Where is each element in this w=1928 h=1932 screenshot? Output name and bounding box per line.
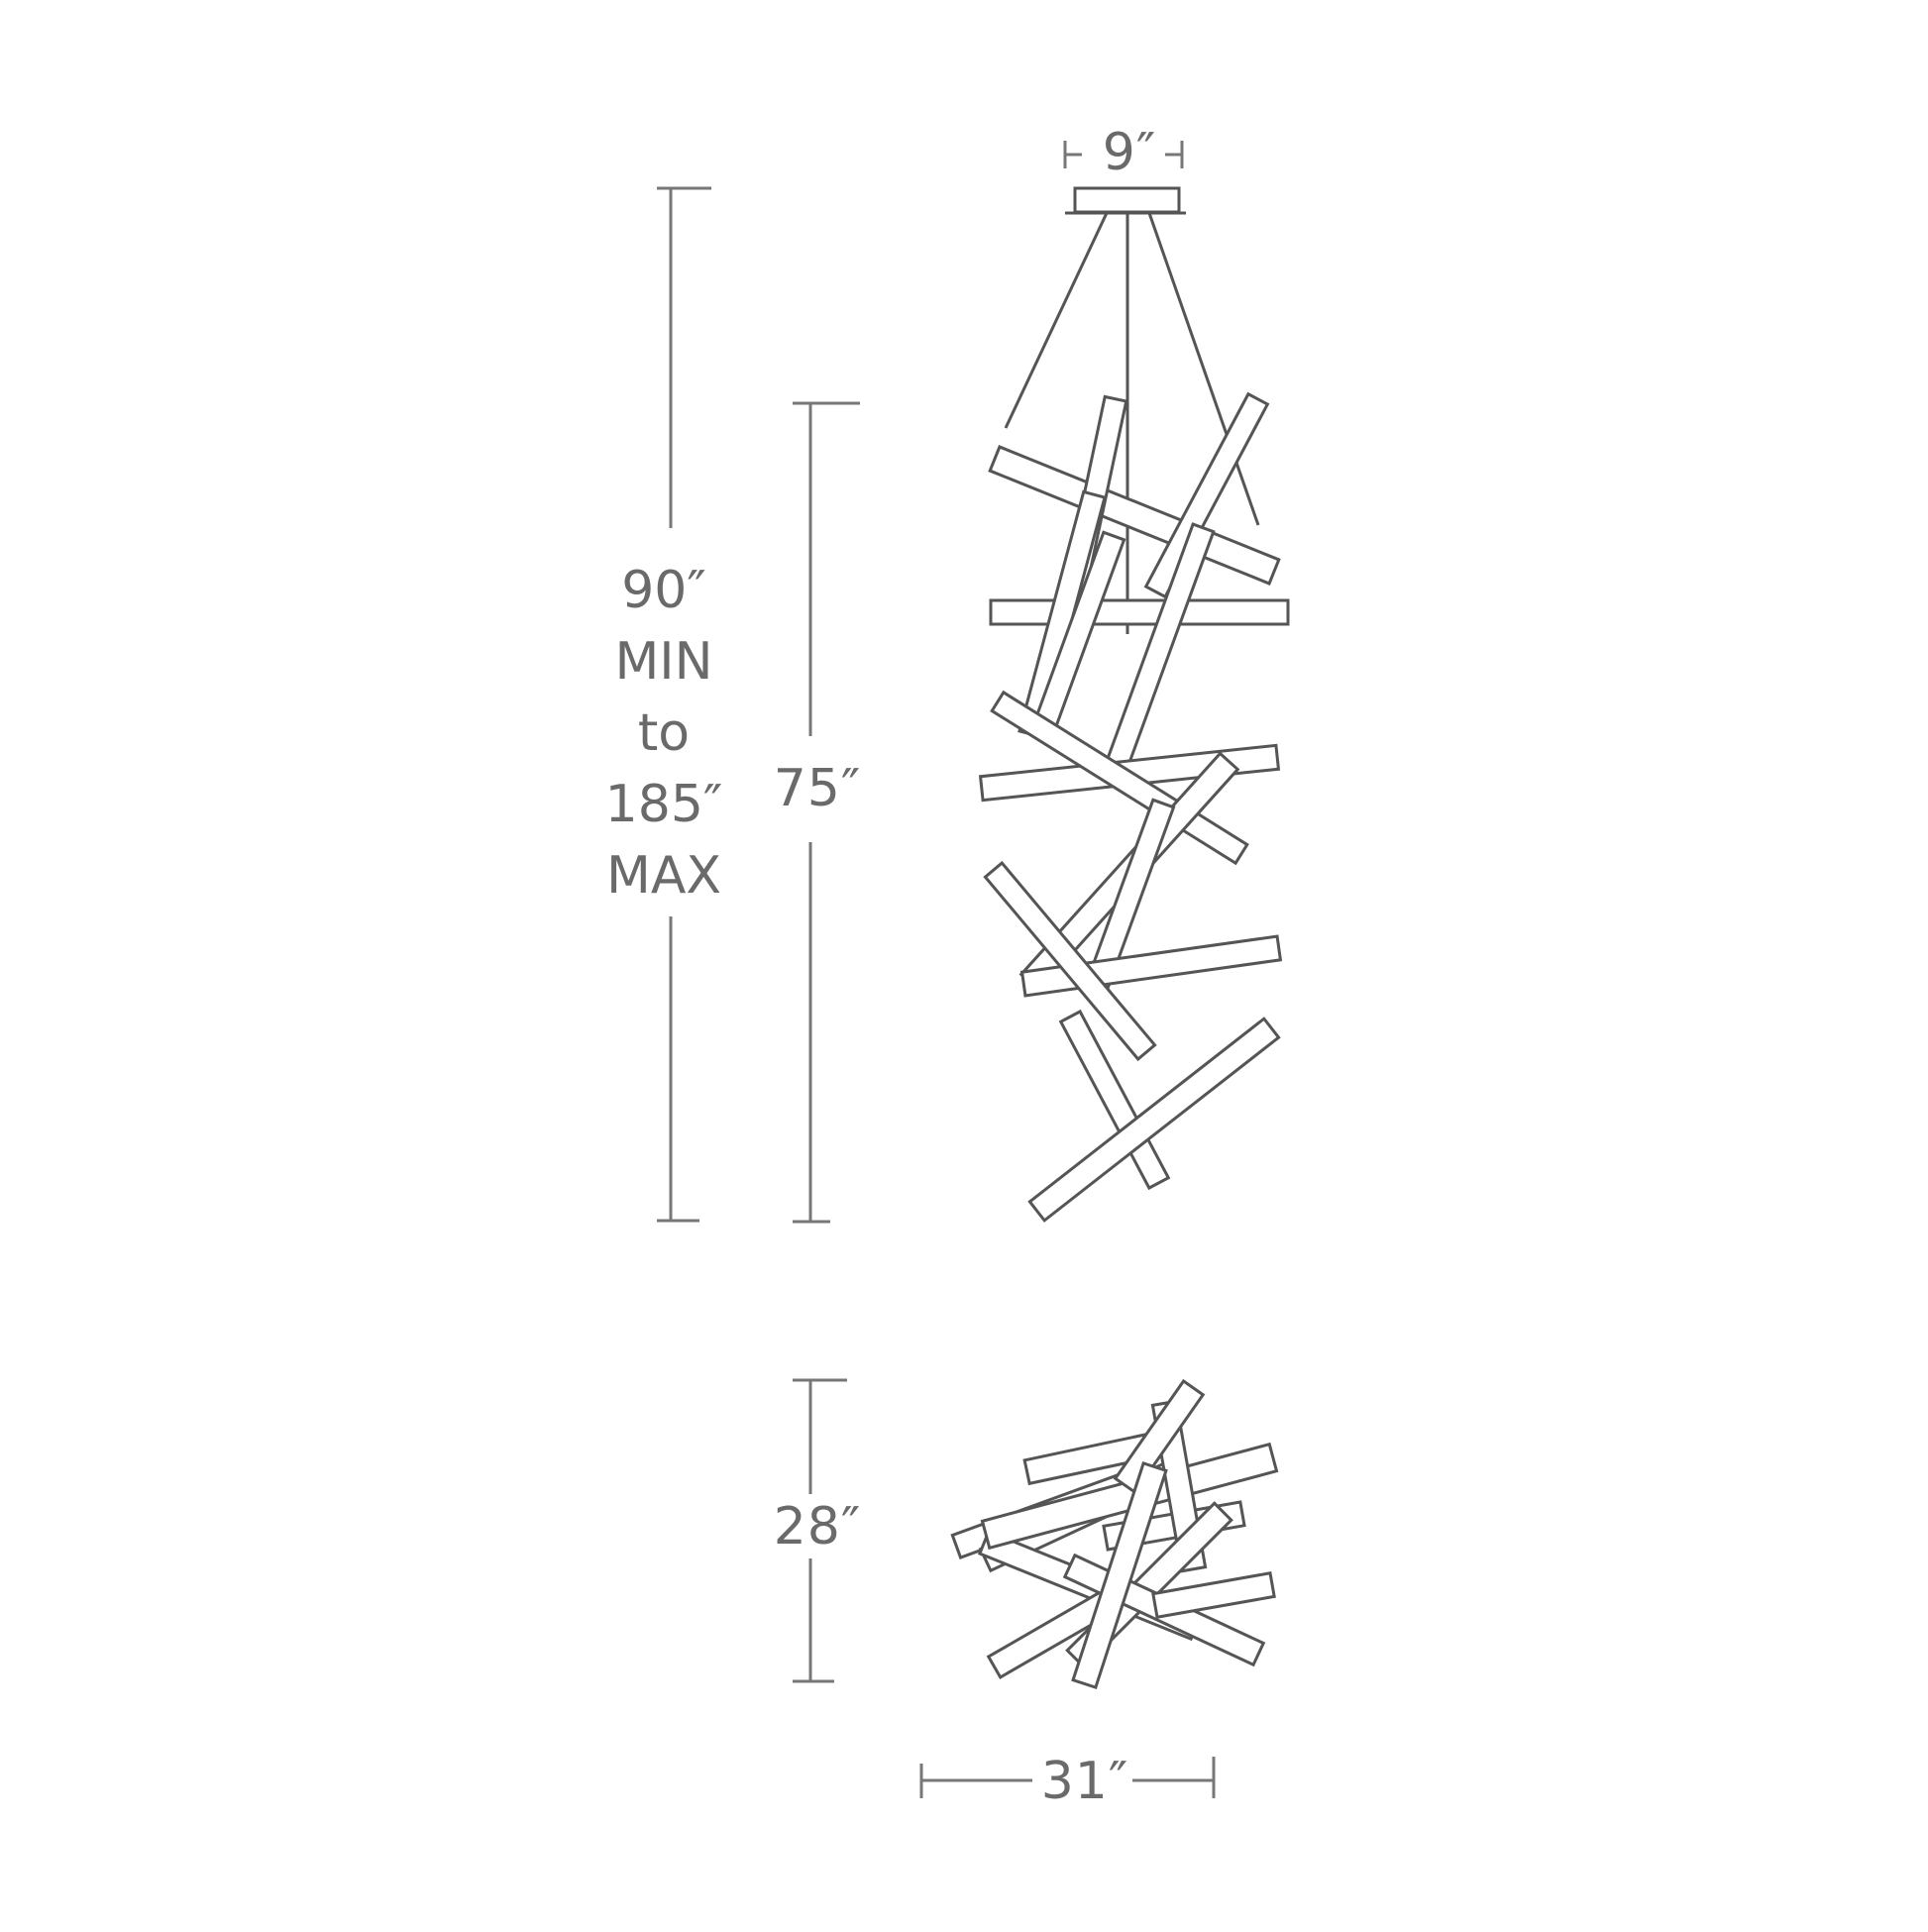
overall-height-dimension [657, 186, 711, 1223]
overall-height-line-4: 185″ [604, 775, 723, 834]
cluster-height-dimension [793, 1378, 847, 1683]
canopy-width-label: 9″ [1102, 123, 1157, 182]
side-view-bars [978, 391, 1290, 1223]
overall-height-line-5: MAX [605, 846, 722, 906]
canopy-width-dimension [1063, 141, 1184, 168]
overall-height-line-3: to [637, 703, 691, 763]
canopy [1065, 186, 1186, 215]
overall-height-line-1: 90″ [621, 561, 706, 620]
cluster-width-label: 31″ [1040, 1752, 1129, 1811]
top-view-cluster [950, 1378, 1279, 1689]
overall-height-label: 90″ MIN to 185″ MAX [585, 555, 743, 912]
overall-height-line-2: MIN [614, 632, 713, 692]
fixture-height-dimension [793, 401, 860, 1224]
suspension-cables [1004, 212, 1260, 634]
cluster-height-label: 28″ [773, 1497, 862, 1556]
fixture-height-label: 75″ [773, 759, 862, 818]
cluster-width-dimension [919, 1757, 1216, 1798]
